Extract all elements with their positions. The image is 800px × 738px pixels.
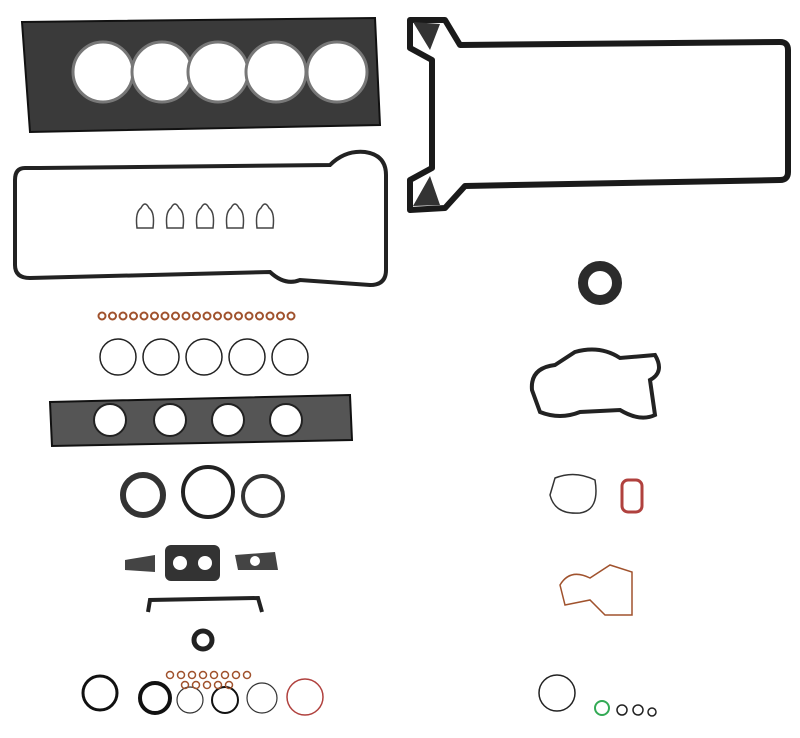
crankshaft-seal [578, 261, 622, 305]
egr-gaskets [125, 545, 278, 581]
o-ring [176, 686, 204, 714]
valve-stem-seal [202, 311, 212, 321]
keyhole-seal [225, 203, 245, 229]
exhaust-port [269, 403, 303, 437]
valve-stem-seal [118, 311, 128, 321]
valve-stem-seal [160, 311, 170, 321]
valve-stem-seal [244, 311, 254, 321]
small-o-ring [187, 670, 197, 680]
valve-stem-seal [276, 311, 285, 321]
small-o-ring [220, 670, 230, 680]
valve-stem-seal [286, 311, 296, 321]
tube-seal-rings [99, 338, 309, 376]
o-ring [616, 704, 628, 716]
rubber-seal-strip [146, 595, 264, 613]
o-ring [271, 338, 309, 376]
cylinder-bore [305, 40, 369, 104]
o-ring [142, 338, 180, 376]
intake-ring [241, 474, 285, 518]
valve-stem-seal [223, 311, 233, 321]
small-o-ring [213, 680, 223, 690]
small-o-ring [224, 680, 234, 690]
small-o-ring [209, 670, 219, 680]
o-ring [647, 707, 657, 717]
small-o-ring [176, 670, 186, 680]
o-ring [594, 700, 610, 716]
exhaust-port [93, 403, 127, 437]
o-ring [99, 338, 137, 376]
valve-stem-seal [192, 311, 201, 321]
o-ring [138, 681, 172, 715]
cylinder-head-gasket [20, 16, 382, 134]
cylinder-bore [130, 40, 194, 104]
o-ring [211, 686, 239, 714]
valve-stem-seal [213, 311, 222, 321]
o-ring [632, 704, 644, 716]
small-o-ring [191, 680, 201, 690]
red-seal-gasket [620, 478, 644, 514]
exhaust-manifold-gasket [48, 393, 354, 448]
o-ring [246, 682, 278, 714]
small-o-ring [165, 670, 175, 680]
small-o-ring [231, 670, 241, 680]
o-ring [185, 338, 223, 376]
small-o-ring [198, 670, 208, 680]
valve-stem-seals [97, 311, 296, 321]
keyhole-seal [255, 203, 275, 229]
small-o-ring [202, 680, 212, 690]
valve-stem-seal [97, 311, 107, 321]
valve-cover-gasket [13, 149, 388, 288]
valve-stem-seal [234, 311, 243, 321]
o-ring [538, 674, 576, 712]
intake-ring [181, 465, 235, 519]
valve-stem-seal [265, 311, 275, 321]
spark-plug-tube-seals [135, 203, 275, 229]
assorted-o-rings [81, 670, 324, 716]
oil-cooler-gasket [559, 564, 633, 616]
o-ring [81, 674, 119, 712]
valve-stem-seal [150, 311, 159, 321]
assorted-o-rings-right [538, 674, 657, 717]
oil-pan-gasket [407, 17, 791, 213]
intake-ring [120, 472, 166, 518]
small-o-ring [180, 680, 190, 690]
valve-stem-seal [139, 311, 149, 321]
water-pump-gasket [529, 347, 661, 420]
exhaust-port [211, 403, 245, 437]
keyhole-seal [195, 203, 215, 229]
cylinder-bore [186, 40, 250, 104]
cylinder-bore [244, 40, 308, 104]
valve-stem-seal [129, 311, 138, 321]
exhaust-port [153, 403, 187, 437]
small-o-ring [242, 670, 252, 680]
valve-stem-seal [171, 311, 180, 321]
small-shaft-seal [191, 628, 215, 652]
o-ring [286, 678, 324, 716]
valve-stem-seal [255, 311, 264, 321]
thermostat-gasket [549, 473, 597, 514]
o-ring [228, 338, 266, 376]
intake-seal-rings [120, 465, 285, 519]
keyhole-seal [165, 203, 185, 229]
valve-stem-seal [181, 311, 191, 321]
cylinder-bore [71, 40, 135, 104]
keyhole-seal [135, 203, 155, 229]
valve-stem-seal [108, 311, 117, 321]
